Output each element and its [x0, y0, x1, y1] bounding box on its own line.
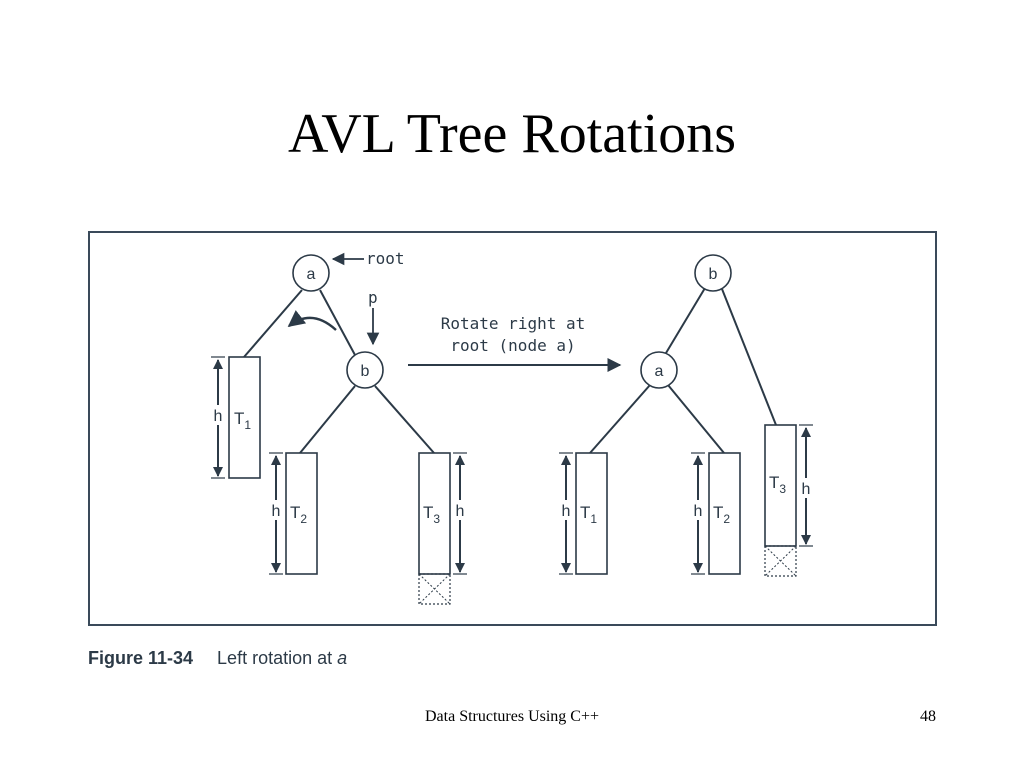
figure-number: Figure 11-34	[88, 648, 194, 668]
after-node-a: a	[640, 351, 678, 389]
svg-text:T3: T3	[423, 503, 440, 526]
rotation-curve-arrow	[287, 310, 337, 331]
after-t3-height-marker: h	[799, 424, 813, 547]
after-t2-height-marker: h	[691, 452, 705, 575]
p-label: p	[368, 288, 378, 307]
svg-text:h: h	[456, 503, 465, 520]
rotate-label-line2: root (node a)	[450, 336, 575, 355]
svg-text:h: h	[272, 503, 281, 520]
edge-a-t1	[243, 289, 303, 358]
after-t3-extra-level	[764, 545, 797, 577]
page-number: 48	[920, 708, 936, 725]
rotate-label-line1: Rotate right at	[441, 314, 586, 333]
after-t1-height-marker: h	[559, 452, 573, 575]
figure-caption-node: a	[337, 648, 348, 668]
before-t1-height-marker: h	[211, 356, 225, 479]
svg-text:T2: T2	[713, 503, 730, 526]
after-subtree-t2: T2	[708, 452, 741, 575]
svg-text:T3: T3	[769, 473, 786, 496]
svg-text:b: b	[361, 363, 370, 380]
after-edge-b-t3	[721, 288, 777, 426]
before-node-b: b	[346, 351, 384, 389]
svg-text:h: h	[214, 408, 223, 425]
figure-caption-text: Left rotation at	[217, 648, 333, 668]
edge-a-b	[319, 289, 356, 356]
edge-b-t2	[299, 385, 356, 454]
svg-text:h: h	[694, 503, 703, 520]
after-subtree-t1: T1	[575, 452, 608, 575]
svg-text:T1: T1	[234, 409, 251, 432]
before-t3-extra-level	[418, 573, 451, 605]
after-edge-b-a	[665, 287, 706, 354]
before-subtree-t1: T1	[228, 356, 261, 479]
figure-frame	[88, 231, 937, 626]
after-node-b: b	[694, 254, 732, 292]
after-edge-a-t1	[589, 384, 651, 454]
after-edge-a-t2	[667, 384, 725, 454]
footer-course-title: Data Structures Using C++	[424, 708, 600, 725]
figure-caption: Figure 11-34 Left rotation at a	[88, 648, 347, 669]
before-subtree-t3: T3	[418, 452, 451, 575]
slide-title: AVL Tree Rotations	[287, 103, 737, 165]
svg-text:h: h	[562, 503, 571, 520]
svg-text:T1: T1	[580, 503, 597, 526]
svg-text:a: a	[655, 363, 664, 380]
svg-text:a: a	[307, 266, 316, 283]
root-label: root	[366, 249, 405, 268]
before-t3-height-marker: h	[453, 452, 467, 575]
svg-text:b: b	[709, 266, 718, 283]
svg-text:h: h	[802, 481, 811, 498]
edge-b-t3	[374, 385, 435, 454]
before-t2-height-marker: h	[269, 452, 283, 575]
before-node-a: a	[292, 254, 330, 292]
before-subtree-t2: T2	[285, 452, 318, 575]
after-subtree-t3: T3	[764, 424, 797, 547]
svg-text:T2: T2	[290, 503, 307, 526]
